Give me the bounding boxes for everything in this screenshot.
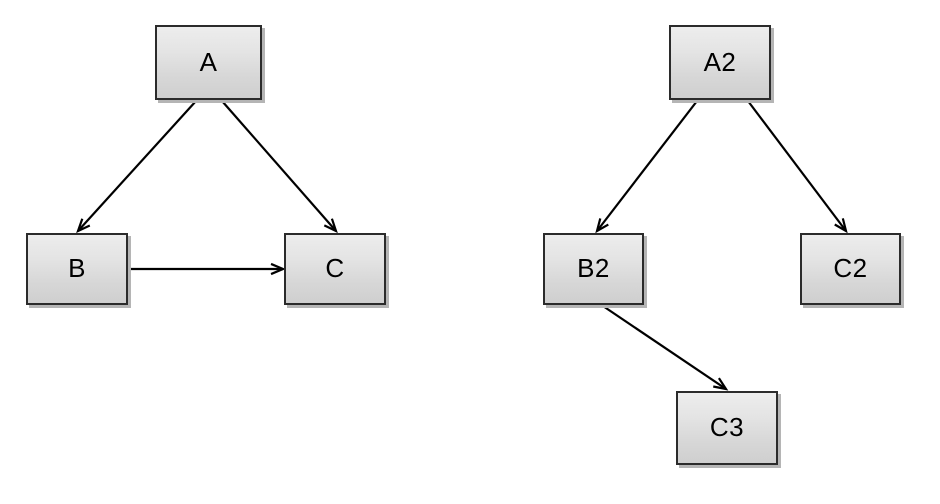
node-a2[interactable]: A2 (669, 25, 771, 100)
node-label: A2 (703, 46, 737, 77)
arrowhead-icon (595, 218, 609, 234)
edge-line (221, 100, 337, 232)
edge-b2-c3 (599, 303, 729, 391)
node-label: C (325, 253, 345, 283)
arrowhead-icon (713, 377, 729, 391)
node-b2[interactable]: B2 (543, 233, 644, 305)
edge-a-c (221, 100, 338, 234)
arrowhead-icon (76, 218, 91, 234)
node-c2[interactable]: C2 (800, 233, 901, 305)
node-c[interactable]: C (284, 233, 386, 305)
edge-line (599, 303, 727, 390)
edge-a2-c2 (747, 100, 848, 234)
edge-line (596, 100, 698, 232)
node-label: C2 (833, 253, 868, 283)
edge-a2-b2 (595, 100, 698, 234)
node-label: A (199, 46, 218, 77)
node-label: C3 (709, 412, 745, 442)
node-a[interactable]: A (155, 25, 262, 100)
arrowhead-icon (323, 218, 338, 234)
arrowhead-icon (834, 218, 848, 234)
node-label: B2 (577, 253, 610, 283)
edge-b-c (129, 262, 286, 276)
node-c3[interactable]: C3 (676, 391, 778, 465)
arrowhead-icon (270, 262, 286, 276)
edge-line (77, 100, 197, 232)
edge-a-b (76, 100, 197, 234)
node-label: B (68, 253, 86, 283)
edge-line (747, 100, 847, 232)
node-b[interactable]: B (26, 233, 128, 305)
